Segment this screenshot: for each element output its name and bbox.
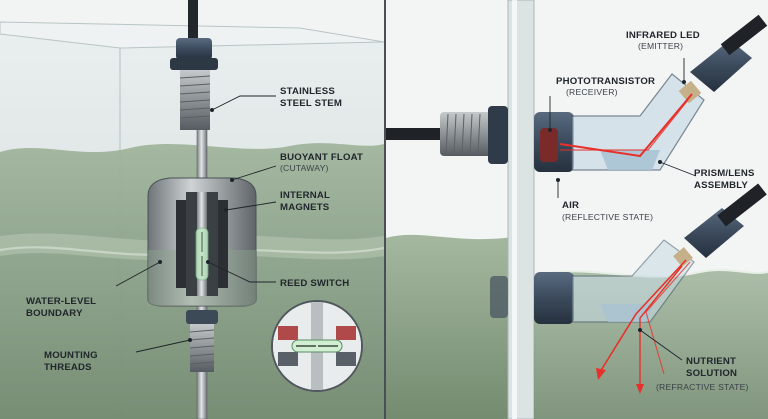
right-leader-lines bbox=[548, 58, 697, 361]
label-mounting-threads: MOUNTING THREADS bbox=[44, 350, 101, 373]
bottom-thread-lines bbox=[189, 329, 215, 365]
right-panel-optical-sensor: INFRARED LED (EMITTER) PHOTOTRANSISTOR (… bbox=[386, 0, 768, 419]
tank-wall bbox=[507, 0, 535, 419]
top-fitting-flange bbox=[170, 58, 218, 70]
inset-magnet-bottom-left bbox=[278, 352, 298, 366]
reed-switch bbox=[195, 227, 209, 281]
upper-cable-right bbox=[720, 14, 768, 56]
label-infrared-led-sub: (EMITTER) bbox=[638, 41, 683, 51]
top-thread-lines bbox=[179, 75, 211, 119]
lower-beam-3 bbox=[645, 261, 691, 375]
label-air: AIR bbox=[562, 200, 579, 211]
reed-switch-inset bbox=[271, 300, 363, 392]
left-panel-float-switch: STAINLESS STEEL STEM BUOYANT FLOAT (CUTA… bbox=[0, 0, 385, 419]
label-stainless-steel-stem: STAINLESS STEEL STEM bbox=[280, 86, 342, 109]
upper-beam-2 bbox=[560, 99, 689, 151]
inset-magnet-top-right bbox=[336, 326, 356, 340]
internal-magnet-left bbox=[176, 200, 186, 288]
buoyant-float bbox=[147, 177, 257, 307]
label-air-sub: (REFLECTIVE STATE) bbox=[562, 212, 653, 222]
internal-magnet-right bbox=[218, 200, 228, 288]
inset-magnet-bottom-right bbox=[336, 352, 356, 366]
upper-threaded-fitting bbox=[440, 112, 492, 156]
optical-sensor-submerged bbox=[490, 183, 767, 394]
label-infrared-led: INFRARED LED bbox=[626, 30, 700, 41]
panel-divider bbox=[384, 0, 386, 419]
upper-beam-1 bbox=[559, 93, 693, 158]
optical-sensor-air bbox=[386, 14, 768, 172]
right-water-left bbox=[386, 234, 520, 419]
label-water-level-boundary: WATER-LEVEL BOUNDARY bbox=[26, 296, 99, 319]
label-reed-switch: REED SWITCH bbox=[280, 278, 349, 289]
upper-cable-left bbox=[386, 128, 446, 140]
label-internal-magnets: INTERNAL MAGNETS bbox=[280, 190, 333, 213]
upper-prism-lens bbox=[571, 73, 705, 171]
left-leader-lines bbox=[115, 95, 277, 353]
lower-beam-1 bbox=[599, 259, 687, 373]
top-fitting-nut bbox=[176, 38, 212, 60]
label-nutrient-solution-sub: (REFRACTIVE STATE) bbox=[656, 382, 749, 392]
infrared-led bbox=[678, 80, 702, 104]
bottom-collar bbox=[186, 310, 218, 324]
inset-magnet-top-left bbox=[278, 326, 298, 340]
lower-prism-lens bbox=[571, 239, 695, 323]
label-buoyant-float-sub: (CUTAWAY) bbox=[280, 163, 329, 173]
label-phototransistor: PHOTOTRANSISTOR bbox=[556, 76, 655, 87]
lower-beam-2 bbox=[639, 265, 683, 388]
label-buoyant-float: BUOYANT FLOAT bbox=[280, 152, 363, 163]
upper-prism bbox=[600, 150, 660, 170]
cable-top bbox=[188, 0, 198, 60]
label-phototransistor-sub: (RECEIVER) bbox=[566, 87, 618, 97]
phototransistor bbox=[540, 128, 558, 162]
label-prism-lens-assembly: PRISM/LENS ASSEMBLY bbox=[694, 168, 758, 191]
label-nutrient-solution: NUTRIENT SOLUTION bbox=[686, 356, 739, 379]
